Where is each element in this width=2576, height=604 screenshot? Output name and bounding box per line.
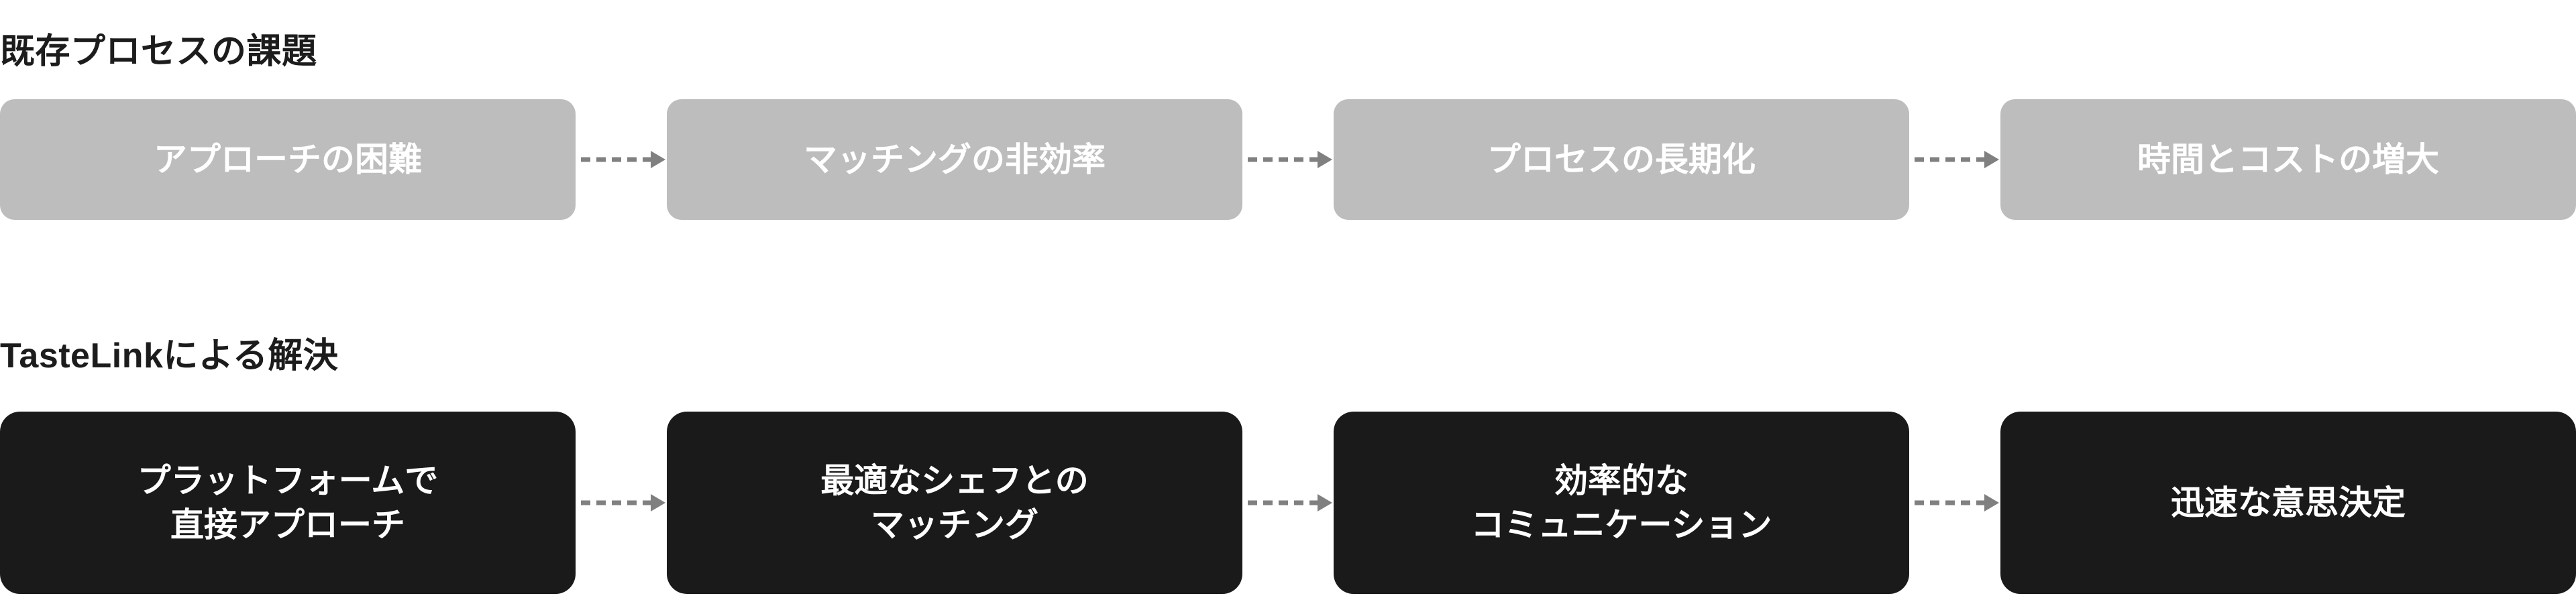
- flow-step-problem-2[interactable]: マッチングの非効率: [667, 99, 1242, 220]
- dash-line: [581, 157, 652, 162]
- flow-step-label: 最適なシェフとの マッチング: [820, 462, 1089, 544]
- flow-row-problem: アプローチの困難 マッチングの非効率 プロセスの長期化 時間とコストの増大: [0, 99, 2576, 220]
- flow-step-label: アプローチの困難: [154, 141, 422, 178]
- flow-row-solution: プラットフォームで 直接アプローチ 最適なシェフとの マッチング 効率的な コミ…: [0, 412, 2576, 594]
- dash-line: [1248, 157, 1319, 162]
- flow-step-solution-3[interactable]: 効率的な コミュニケーション: [1334, 412, 1909, 594]
- flow-step-label: プラットフォームで 直接アプローチ: [137, 462, 439, 544]
- flow-step-label: マッチングの非効率: [804, 141, 1106, 178]
- arrow-head: [1318, 494, 1332, 511]
- dashed-arrow-right-icon: [1242, 412, 1334, 594]
- dashed-arrow-right-icon: [576, 412, 667, 594]
- flow-step-problem-3[interactable]: プロセスの長期化: [1334, 99, 1909, 220]
- flow-step-label: 時間とコストの増大: [2137, 141, 2439, 178]
- flow-step-label: プロセスの長期化: [1487, 141, 1756, 178]
- flow-step-problem-1[interactable]: アプローチの困難: [0, 99, 576, 220]
- flow-step-solution-1[interactable]: プラットフォームで 直接アプローチ: [0, 412, 576, 594]
- dashed-arrow-right-icon: [1909, 99, 2000, 220]
- arrow-head: [1318, 151, 1332, 168]
- arrow-head: [651, 151, 665, 168]
- dash-line: [1915, 500, 1986, 505]
- dashed-arrow-right-icon: [1909, 412, 2000, 594]
- flow-step-label: 迅速な意思決定: [2171, 484, 2406, 522]
- flow-step-solution-2[interactable]: 最適なシェフとの マッチング: [667, 412, 1242, 594]
- arrow-head: [1984, 151, 1999, 168]
- flow-step-label: 効率的な コミュニケーション: [1470, 462, 1772, 544]
- dashed-arrow-right-icon: [576, 99, 667, 220]
- section-heading-solution: TasteLinkによる解決: [0, 337, 339, 376]
- arrow-head: [651, 494, 665, 511]
- flow-step-solution-4[interactable]: 迅速な意思決定: [2000, 412, 2576, 594]
- arrow-head: [1984, 494, 1999, 511]
- flow-step-problem-4[interactable]: 時間とコストの増大: [2000, 99, 2576, 220]
- dash-line: [1915, 157, 1986, 162]
- dashed-arrow-right-icon: [1242, 99, 1334, 220]
- section-heading-problem: 既存プロセスの課題: [0, 32, 317, 72]
- dash-line: [581, 500, 652, 505]
- dash-line: [1248, 500, 1319, 505]
